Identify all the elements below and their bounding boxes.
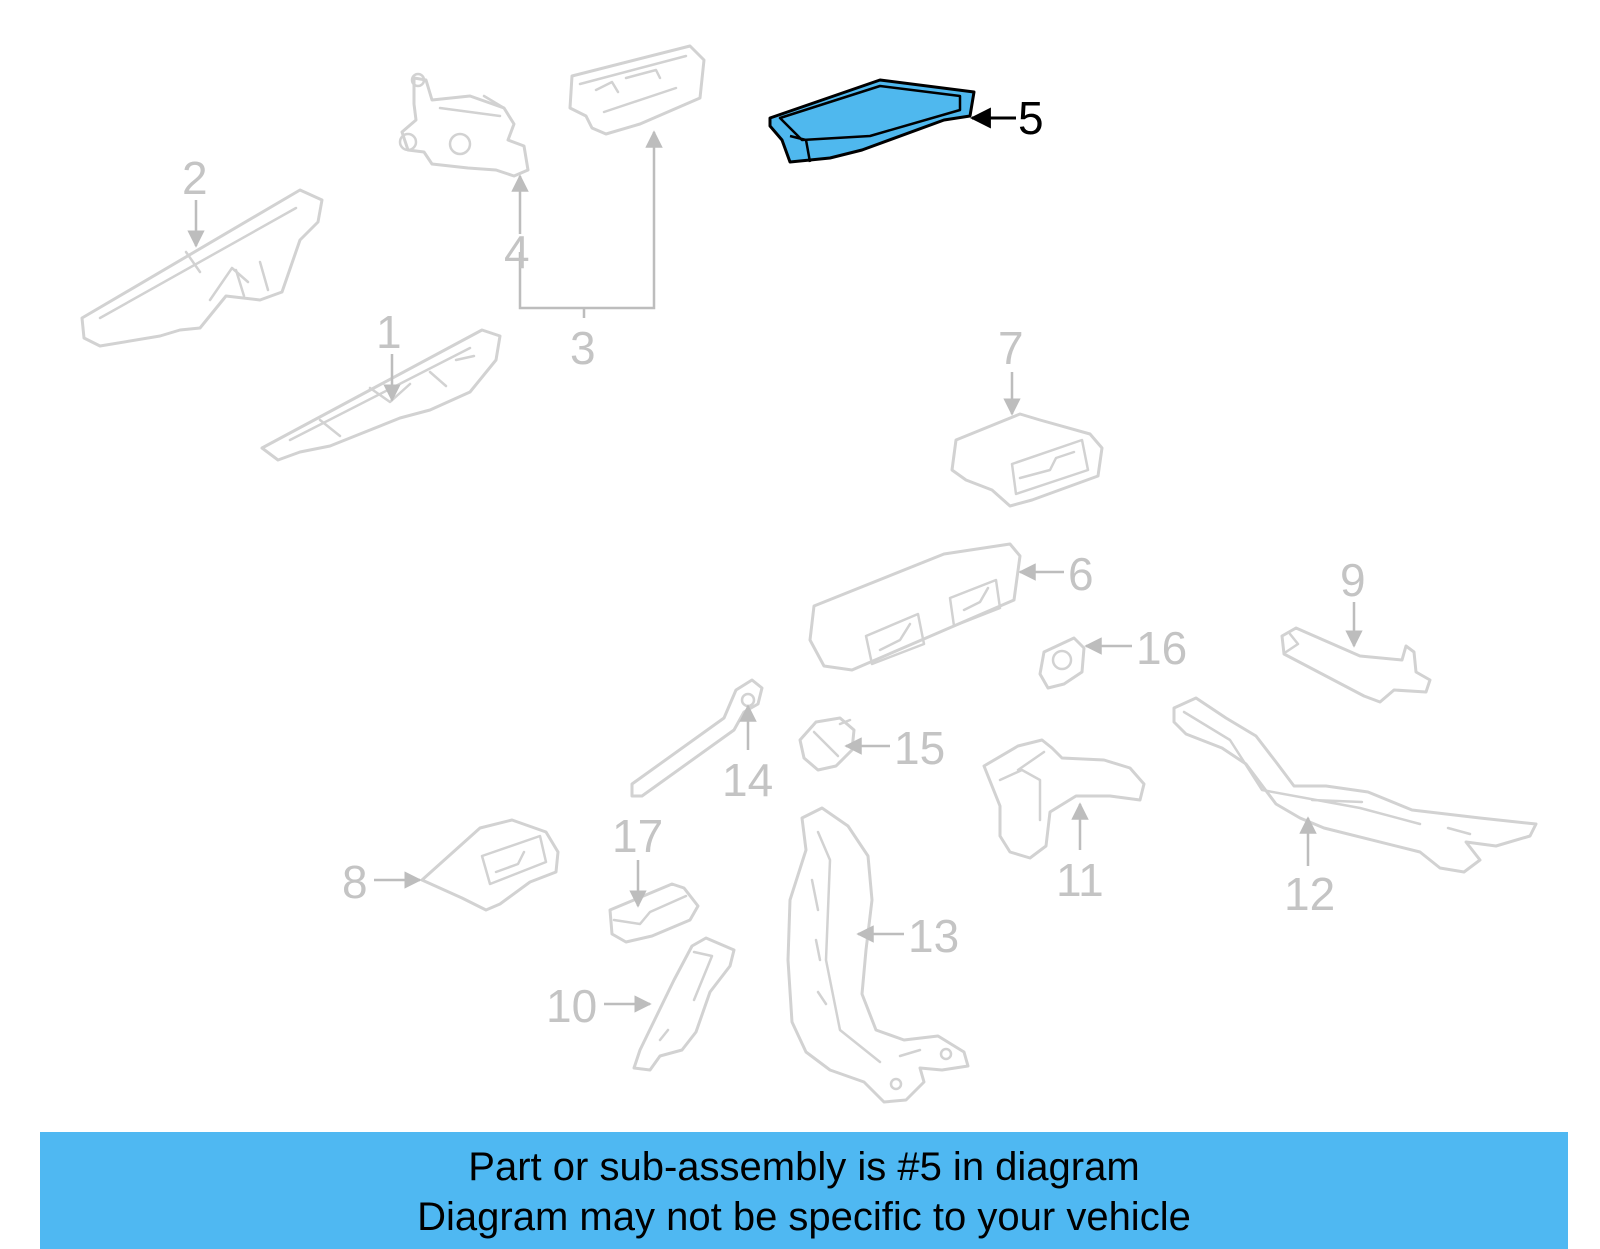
callout-4[interactable]: 4 bbox=[504, 226, 530, 278]
callout-17[interactable]: 17 bbox=[612, 810, 663, 862]
leader-lines bbox=[187, 130, 1363, 1013]
callout-1[interactable]: 1 bbox=[376, 306, 402, 358]
part-17-clip[interactable] bbox=[608, 882, 700, 944]
part-2-duct[interactable] bbox=[80, 188, 324, 348]
callout-11[interactable]: 11 bbox=[1056, 854, 1104, 906]
callout-15[interactable]: 15 bbox=[894, 722, 945, 774]
callout-16[interactable]: 16 bbox=[1136, 622, 1187, 674]
callout-13[interactable]: 13 bbox=[908, 910, 959, 962]
callout-labels: 1 2 3 4 5 6 7 8 9 10 11 12 13 14 15 16 1… bbox=[182, 92, 1366, 1032]
callout-10[interactable]: 10 bbox=[546, 980, 597, 1032]
banner-line-1: Part or sub-assembly is #5 in diagram bbox=[468, 1145, 1140, 1189]
part-11-duct[interactable] bbox=[982, 738, 1146, 860]
callout-12[interactable]: 12 bbox=[1284, 868, 1335, 920]
callout-7[interactable]: 7 bbox=[998, 322, 1024, 374]
part-10-duct[interactable] bbox=[632, 936, 736, 1072]
part-8-vent[interactable] bbox=[420, 818, 560, 912]
callout-14[interactable]: 14 bbox=[722, 754, 773, 806]
part-5-highlighted[interactable] bbox=[768, 78, 976, 164]
part-1-duct[interactable] bbox=[260, 328, 502, 462]
part-7-vent[interactable] bbox=[950, 412, 1104, 508]
part-12-duct[interactable] bbox=[1172, 696, 1538, 874]
callout-5[interactable]: 5 bbox=[1018, 92, 1044, 144]
callout-9[interactable]: 9 bbox=[1340, 554, 1366, 606]
part-6-vent[interactable] bbox=[808, 542, 1022, 672]
part-3-outlet[interactable] bbox=[568, 44, 706, 136]
info-banner: Part or sub-assembly is #5 in diagram Di… bbox=[40, 1132, 1568, 1249]
banner-line-2: Diagram may not be specific to your vehi… bbox=[417, 1195, 1191, 1239]
callout-2[interactable]: 2 bbox=[182, 152, 208, 204]
part-4-actuator[interactable] bbox=[398, 72, 530, 178]
callout-8[interactable]: 8 bbox=[342, 856, 368, 908]
part-16-clip[interactable] bbox=[1038, 636, 1086, 690]
part-15-actuator[interactable] bbox=[798, 716, 856, 772]
part-9-bracket[interactable] bbox=[1280, 626, 1432, 704]
callout-3[interactable]: 3 bbox=[570, 322, 596, 374]
part-13-duct[interactable] bbox=[786, 806, 970, 1104]
callout-6[interactable]: 6 bbox=[1068, 548, 1094, 600]
